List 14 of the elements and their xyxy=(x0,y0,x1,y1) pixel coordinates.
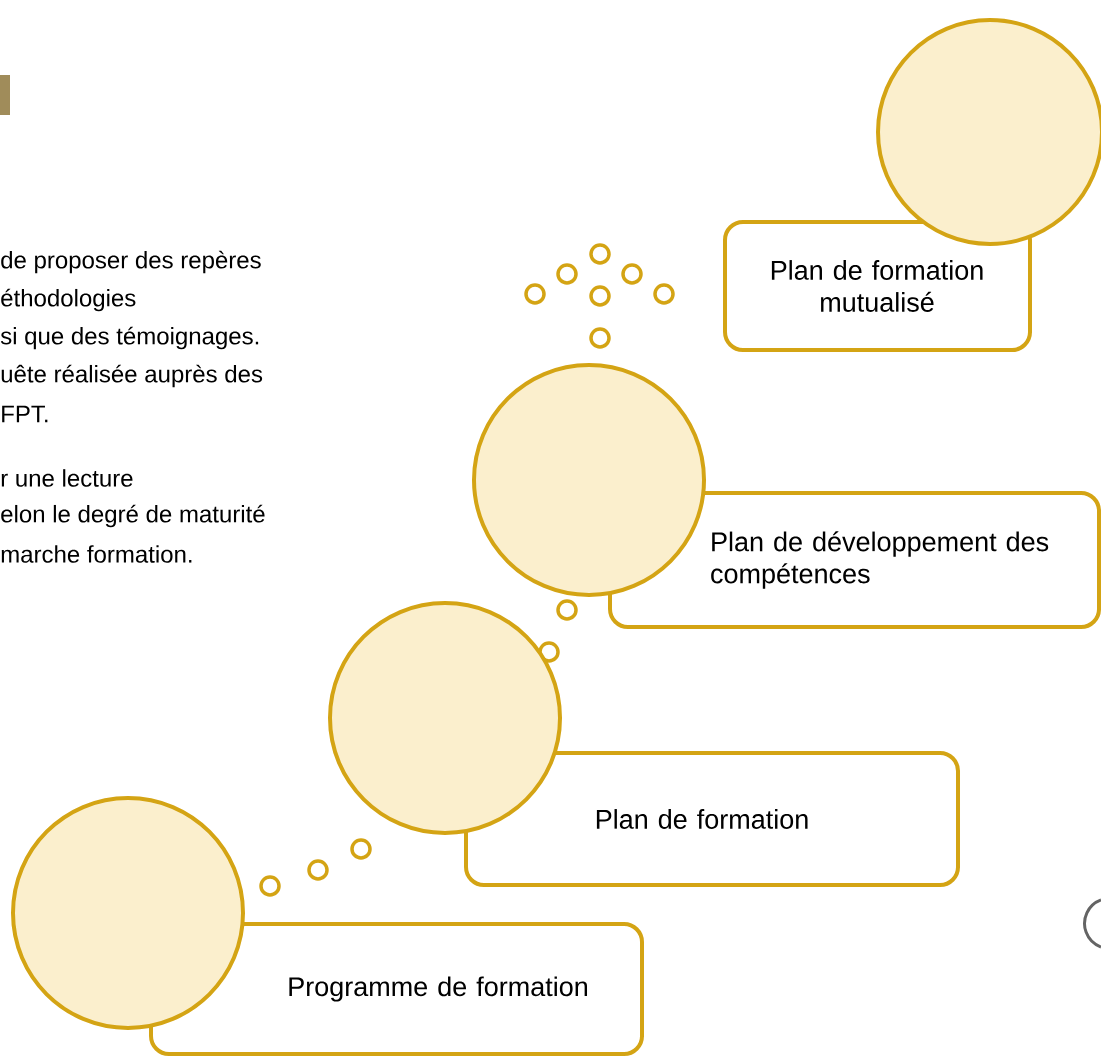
body-text: de proposer des repères xyxy=(1,250,261,274)
body-text: uête réalisée auprès des xyxy=(1,364,263,388)
body-text: si que des témoignages. xyxy=(0,326,259,350)
body-text: elon le degré de maturité xyxy=(1,504,265,528)
step-box: Plan de formation xyxy=(464,751,960,887)
body-text: r une lecture xyxy=(1,469,133,487)
step-circle xyxy=(11,796,245,1030)
step-box: Plan de formation mutualisé xyxy=(723,220,1032,352)
step-circle xyxy=(328,601,562,835)
body-text: FPT. xyxy=(2,405,48,423)
body-text: marche formation. xyxy=(1,545,192,563)
step-circle xyxy=(472,363,706,597)
body-text: éthodologies xyxy=(1,288,136,312)
step-circle xyxy=(876,18,1101,246)
